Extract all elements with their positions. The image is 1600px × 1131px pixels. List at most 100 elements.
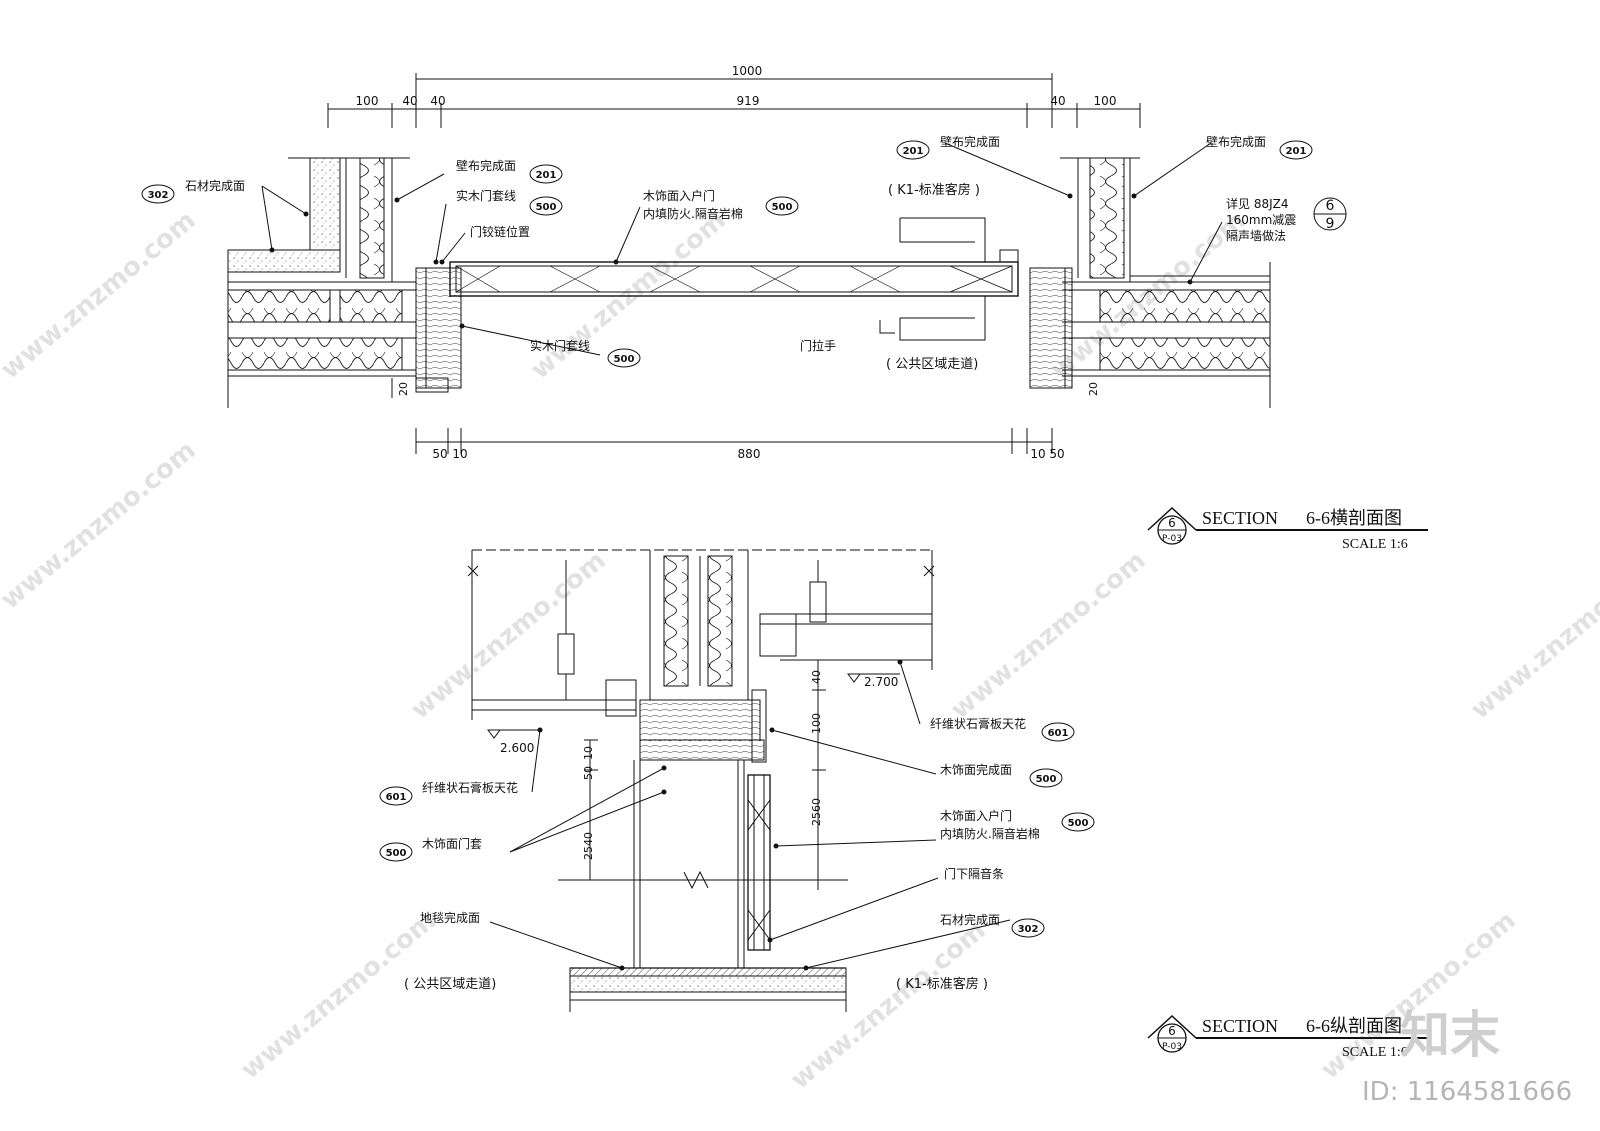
note-tag bbox=[1061, 812, 1095, 832]
room-upper: ( K1-标准客房 ) bbox=[888, 182, 980, 198]
room-left: ( 公共区域走道) bbox=[404, 977, 496, 992]
detail-ref-top: 6 bbox=[1326, 198, 1335, 214]
note-label: 地毯完成面 bbox=[420, 910, 480, 925]
dim-20-b: 20 bbox=[1087, 382, 1100, 396]
section-scale: SCALE 1:6 bbox=[1342, 1045, 1408, 1060]
note-label: 纤维状石膏板天花 bbox=[422, 780, 518, 795]
note-tag-text: 500 bbox=[1068, 818, 1089, 829]
note-tag-text: 201 bbox=[1286, 146, 1307, 157]
dim-880: 880 bbox=[738, 447, 761, 461]
note-tag bbox=[896, 140, 930, 160]
note-label: 壁布完成面 bbox=[940, 134, 1000, 149]
note-tag-text: 500 bbox=[614, 354, 635, 365]
note-tag bbox=[1011, 918, 1045, 938]
bubble-number: 6 bbox=[1168, 516, 1176, 530]
note-label: 实木门套线 bbox=[530, 338, 590, 353]
note-tag bbox=[141, 184, 175, 204]
note-tag bbox=[607, 348, 641, 368]
note-tag-text: 500 bbox=[1036, 774, 1057, 785]
note-tag bbox=[529, 196, 563, 216]
watermark-text: www.znzmo.com bbox=[0, 435, 202, 615]
note-tag bbox=[529, 164, 563, 184]
note-label: 木饰面完成面 bbox=[940, 762, 1012, 777]
bubble-number: 6 bbox=[1168, 1024, 1176, 1038]
note-tag-text: 500 bbox=[536, 202, 557, 213]
note-label: 壁布完成面 bbox=[456, 158, 516, 173]
dim-40-c: 40 bbox=[1050, 94, 1065, 108]
dim-40: 40 bbox=[810, 670, 823, 684]
note-tag bbox=[379, 842, 413, 862]
section-scale: SCALE 1:6 bbox=[1342, 537, 1408, 552]
dim-2540: 2540 bbox=[582, 832, 595, 860]
dim-50: 50 bbox=[582, 766, 595, 780]
dim-100-right: 100 bbox=[1094, 94, 1117, 108]
title-block-vertical: 6 P-03 SECTION 6-6纵剖面图 SCALE 1:6 bbox=[1147, 1014, 1428, 1060]
note-tag bbox=[1041, 722, 1075, 742]
note-tag-text: 601 bbox=[1048, 728, 1069, 739]
brand-logo: 知末 bbox=[1400, 1006, 1500, 1064]
note-label: 木饰面入户门 bbox=[643, 188, 715, 203]
note-tag-text: 500 bbox=[386, 848, 407, 859]
brand-watermark: 知末 ID: 1164581666 bbox=[1362, 1006, 1572, 1107]
note-tag-text: 302 bbox=[1018, 924, 1039, 935]
note-label: 内填防火.隔音岩棉 bbox=[940, 826, 1040, 841]
dim-919: 919 bbox=[737, 94, 760, 108]
dim-10-left: 10 bbox=[452, 447, 467, 461]
note-label: 木饰面门套 bbox=[422, 836, 482, 851]
section-name: 6-6纵剖面图 bbox=[1306, 1016, 1402, 1036]
note-tag-text: 302 bbox=[148, 190, 169, 201]
note-label: 壁布完成面 bbox=[1206, 134, 1266, 149]
note-label: 内填防火.隔音岩棉 bbox=[643, 206, 743, 221]
section-name: 6-6横剖面图 bbox=[1306, 508, 1402, 528]
note-label: 石材完成面 bbox=[185, 178, 245, 193]
note-tag bbox=[379, 786, 413, 806]
note-label: 隔声墙做法 bbox=[1226, 228, 1286, 243]
watermark-text: www.znzmo.com bbox=[0, 205, 202, 385]
note-tag bbox=[765, 196, 799, 216]
dim-40-b: 40 bbox=[430, 94, 445, 108]
watermark-text: www.znzmo.com bbox=[235, 905, 441, 1085]
dim-10-right: 10 bbox=[1030, 447, 1045, 461]
image-id: ID: 1164581666 bbox=[1362, 1077, 1572, 1107]
note-tag-text: 201 bbox=[903, 146, 924, 157]
watermark-text: www.znzmo.com bbox=[785, 915, 991, 1095]
note-tag-text: 500 bbox=[772, 202, 793, 213]
dim-20-a: 20 bbox=[397, 382, 410, 396]
detail-ref-bottom: 9 bbox=[1326, 216, 1335, 232]
room-lower: ( 公共区域走道) bbox=[886, 357, 978, 372]
watermark-text: www.znzmo.com bbox=[945, 545, 1151, 725]
note-label: 木饰面入户门 bbox=[940, 808, 1012, 823]
bubble-sheet: P-03 bbox=[1162, 534, 1182, 544]
note-label: 门拉手 bbox=[800, 338, 836, 353]
dim-50-left: 50 bbox=[432, 447, 447, 461]
level-left: 2.600 bbox=[500, 741, 534, 755]
section-label: SECTION bbox=[1202, 508, 1278, 528]
vertical-section bbox=[467, 549, 1011, 1012]
note-label: 门下隔音条 bbox=[944, 866, 1004, 881]
level-right: 2.700 bbox=[864, 675, 898, 689]
note-label: 门铰链位置 bbox=[470, 224, 530, 239]
section-label: SECTION bbox=[1202, 1016, 1278, 1036]
bubble-sheet: P-03 bbox=[1162, 1042, 1182, 1052]
title-block-horizontal: 6 P-03 SECTION 6-6横剖面图 SCALE 1:6 bbox=[1147, 506, 1428, 552]
note-label: 详见 88JZ4 bbox=[1226, 196, 1288, 211]
dim-50-right: 50 bbox=[1049, 447, 1064, 461]
watermark-text: www.znzmo.com bbox=[405, 545, 611, 725]
note-label: 实木门套线 bbox=[456, 188, 516, 203]
dim-100: 100 bbox=[810, 713, 823, 734]
note-label: 石材完成面 bbox=[940, 912, 1000, 927]
room-right: ( K1-标准客房 ) bbox=[896, 976, 988, 992]
dim-total: 1000 bbox=[732, 64, 763, 78]
dim-2560: 2560 bbox=[810, 798, 823, 826]
dim-10: 10 bbox=[582, 746, 595, 760]
horizontal-section bbox=[227, 73, 1347, 454]
note-tag bbox=[1279, 140, 1313, 160]
note-label: 160mm减震 bbox=[1226, 213, 1296, 227]
note-tag-text: 601 bbox=[386, 792, 407, 803]
watermark-text: www.znzmo.com bbox=[1465, 545, 1600, 725]
dim-40-a: 40 bbox=[402, 94, 417, 108]
note-tag bbox=[1029, 768, 1063, 788]
dim-100-left: 100 bbox=[356, 94, 379, 108]
vertical-section-labels: 2.600 2.700 10 50 2540 40 100 2560 601 纤… bbox=[379, 670, 1095, 992]
